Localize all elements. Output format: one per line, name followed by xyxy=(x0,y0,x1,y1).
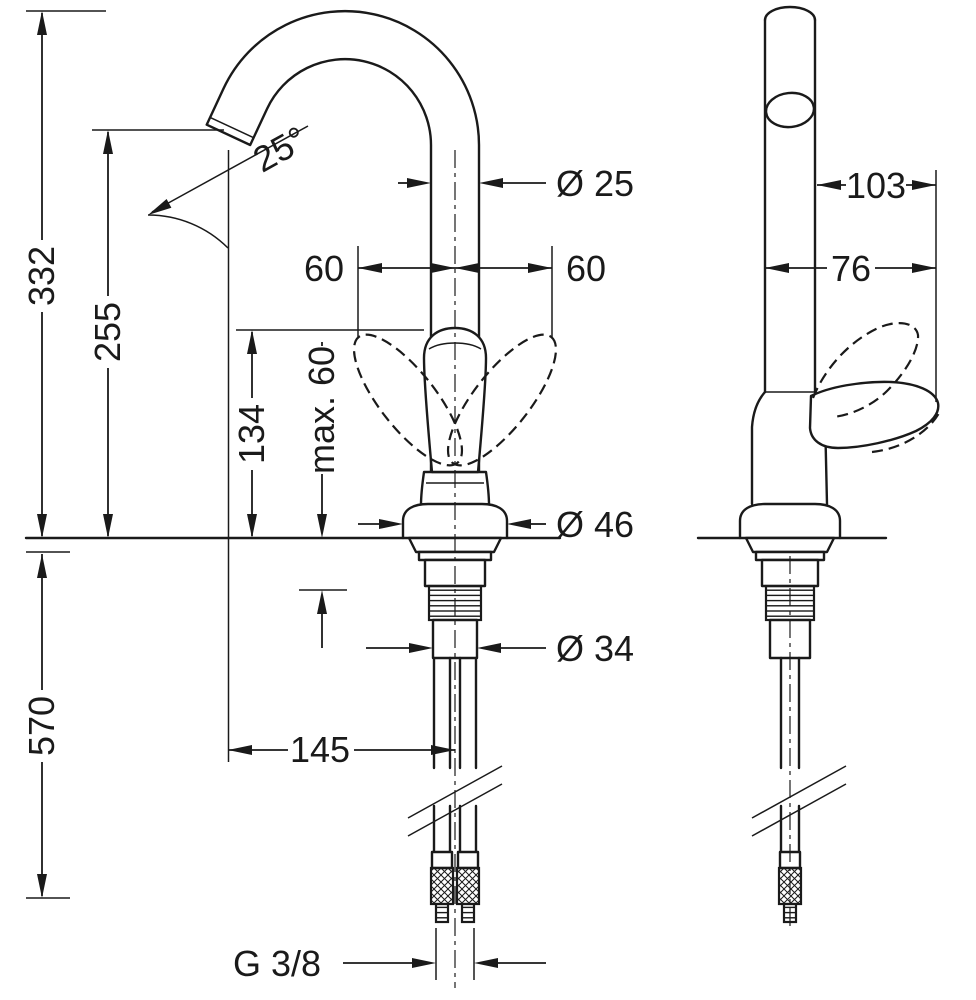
aerator-line xyxy=(209,116,254,139)
dim-connection-thread: G 3/8 xyxy=(233,928,546,984)
break-line xyxy=(751,783,847,837)
outlet-ellipse xyxy=(764,91,816,129)
dim-outlet-height: 255 xyxy=(87,129,224,538)
dim-swing-right-label: 60 xyxy=(566,248,606,289)
dim-max-mounting-label: max. 60 xyxy=(301,346,342,474)
dim-depth-upper: 103 xyxy=(817,165,937,402)
handle-side-swing-dashed-lower xyxy=(871,412,940,454)
dim-handle-height-label: 134 xyxy=(231,404,272,464)
body-left-edge xyxy=(750,390,767,506)
break-line xyxy=(751,765,847,819)
dim-connection-thread-label: G 3/8 xyxy=(233,943,321,984)
dim-base-diameter: Ø 46 xyxy=(358,504,634,545)
dim-outlet-height-label: 255 xyxy=(87,302,128,362)
supply-hose-side xyxy=(751,656,847,924)
handle-side-outline xyxy=(808,380,940,450)
dim-shank-diameter-label: Ø 34 xyxy=(556,628,634,669)
dim-depth-lower: 76 xyxy=(765,248,936,289)
dim-spout-diameter: Ø 25 xyxy=(398,163,634,204)
dim-reach-label: 145 xyxy=(290,729,350,770)
dim-spout-height-label: 332 xyxy=(21,246,62,306)
dim-spout-height: 332 xyxy=(21,10,106,538)
dim-reach: 145 xyxy=(228,729,455,770)
dim-base-diameter-label: Ø 46 xyxy=(556,504,634,545)
dim-shank-diameter: Ø 34 xyxy=(366,628,634,669)
dim-swing-left-label: 60 xyxy=(304,248,344,289)
dim-max-mounting: max. 60 xyxy=(299,342,347,648)
escutcheon-side-outline xyxy=(738,502,842,540)
dim-swing-60-60: 60 60 xyxy=(304,246,606,338)
dim-depth-lower-label: 76 xyxy=(831,248,871,289)
supply-hoses xyxy=(407,656,503,924)
side-view xyxy=(696,5,940,930)
dim-handle-height: 134 xyxy=(231,329,424,538)
escutcheon-outline xyxy=(401,502,509,540)
front-view xyxy=(24,9,562,988)
dim-hose-length-label: 570 xyxy=(21,696,62,756)
dim-depth-upper-label: 103 xyxy=(846,165,906,206)
handle-side-swing-dashed xyxy=(811,321,920,419)
dim-hose-length: 570 xyxy=(21,551,70,899)
dim-spout-diameter-label: Ø 25 xyxy=(556,163,634,204)
pipe-cap xyxy=(763,5,817,22)
break-line xyxy=(407,783,503,837)
